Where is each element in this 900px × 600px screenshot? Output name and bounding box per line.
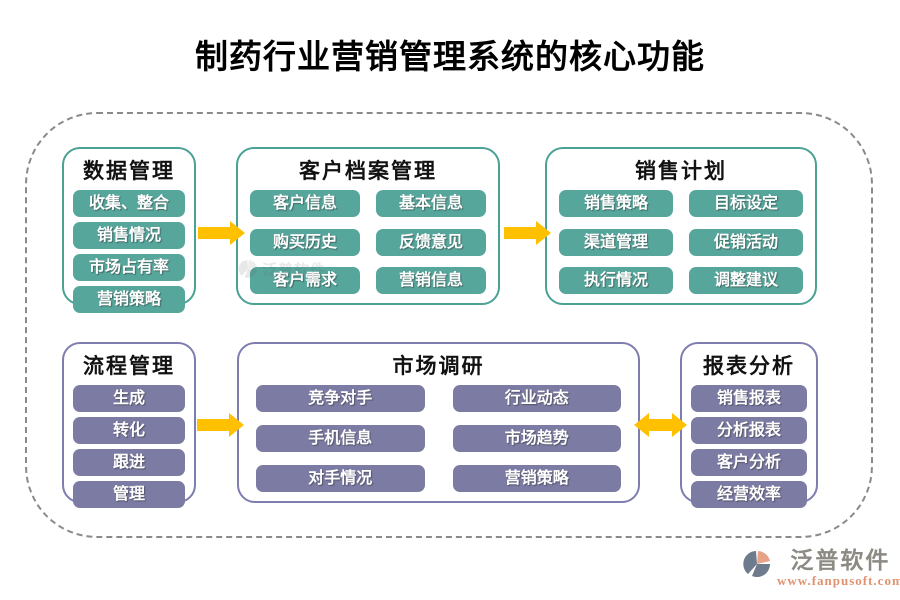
arrow-head-icon	[230, 221, 245, 245]
arrow-shaft	[649, 419, 672, 431]
arrow-head-icon	[672, 413, 687, 437]
feature-item: 手机信息	[256, 425, 425, 452]
feature-item: 竞争对手	[256, 385, 425, 412]
feature-item: 调整建议	[689, 267, 803, 294]
panel-title: 报表分析	[703, 354, 795, 378]
feature-item: 跟进	[73, 449, 185, 476]
flow-arrow-right-icon	[198, 221, 245, 245]
arrow-shaft	[197, 419, 229, 431]
feature-item: 营销策略	[452, 465, 621, 492]
feature-item: 基本信息	[376, 190, 486, 217]
feature-item: 市场占有率	[73, 254, 185, 281]
page-title: 制药行业营销管理系统的核心功能	[195, 40, 705, 76]
panel-customer-archive: 客户档案管理 客户信息 基本信息 购买历史 反馈意见 客户需求 营销信息	[236, 147, 500, 305]
feature-item: 反馈意见	[376, 228, 486, 256]
feature-item: 管理	[73, 481, 185, 508]
feature-item: 收集、整合	[73, 190, 185, 217]
feature-item: 销售报表	[691, 385, 807, 412]
feature-item: 客户分析	[691, 449, 807, 476]
feature-item: 营销策略	[73, 286, 185, 313]
dashed-boundary-frame	[25, 112, 873, 538]
logo-segment	[752, 564, 770, 577]
feature-item: 市场趋势	[452, 425, 621, 452]
panel-items: 生成 转化 跟进 管理	[73, 385, 185, 508]
feature-item: 促销活动	[689, 228, 803, 256]
brand-name: 泛普软件	[790, 548, 891, 573]
feature-item: 客户需求	[250, 267, 360, 294]
feature-item: 分析报表	[691, 417, 807, 444]
panel-title: 市场调研	[392, 354, 485, 378]
logo-segment	[757, 551, 770, 564]
panel-data-management: 数据管理 收集、整合 销售情况 市场占有率 营销策略	[62, 147, 196, 313]
feature-item: 目标设定	[689, 190, 803, 217]
panel-items: 销售报表 分析报表 客户分析 经营效率	[691, 385, 807, 508]
flow-arrow-right-icon	[197, 413, 244, 437]
panel-items: 收集、整合 销售情况 市场占有率 营销策略	[73, 190, 185, 313]
feature-item: 营销信息	[376, 267, 486, 294]
flow-arrow-both-icon	[634, 413, 687, 437]
brand-text: 泛普软件 www.fanpusoft.com	[777, 548, 900, 589]
panel-title: 客户档案管理	[299, 159, 437, 183]
feature-item: 行业动态	[452, 385, 621, 412]
feature-item: 销售策略	[559, 190, 673, 217]
feature-item: 渠道管理	[559, 228, 673, 256]
arrow-head-icon	[229, 413, 244, 437]
feature-item: 生成	[73, 385, 185, 412]
arrow-head-icon	[634, 413, 649, 437]
panel-sales-plan: 销售计划 销售策略 目标设定 渠道管理 促销活动 执行情况 调整建议	[545, 147, 817, 305]
arrow-head-icon	[536, 221, 551, 245]
panel-market-research: 市场调研 竞争对手 行业动态 手机信息 市场趋势 对手情况 营销策略	[237, 342, 640, 503]
flow-arrow-right-icon	[504, 221, 551, 245]
brand-logo: 泛普软件 www.fanpusoft.com	[741, 548, 900, 589]
panel-items: 销售策略 目标设定 渠道管理 促销活动 执行情况 调整建议	[556, 190, 806, 294]
panel-items: 客户信息 基本信息 购买历史 反馈意见 客户需求 营销信息	[247, 190, 489, 294]
panel-items: 竞争对手 行业动态 手机信息 市场趋势 对手情况 营销策略	[248, 385, 629, 492]
arrow-shaft	[198, 227, 230, 239]
fanpu-logo-icon	[743, 551, 770, 577]
panel-title: 销售计划	[635, 159, 727, 183]
feature-item: 执行情况	[559, 267, 673, 294]
feature-item: 销售情况	[73, 222, 185, 249]
feature-item: 购买历史	[250, 228, 360, 256]
feature-item: 经营效率	[691, 481, 807, 508]
feature-item: 客户信息	[250, 190, 360, 217]
brand-url: www.fanpusoft.com	[777, 573, 900, 589]
panel-title: 数据管理	[83, 159, 175, 183]
panel-title: 流程管理	[83, 354, 175, 378]
arrow-shaft	[504, 227, 536, 239]
feature-item: 对手情况	[256, 465, 425, 492]
panel-report-analysis: 报表分析 销售报表 分析报表 客户分析 经营效率	[680, 342, 818, 508]
logo-segment	[743, 551, 757, 574]
panel-process-management: 流程管理 生成 转化 跟进 管理	[62, 342, 196, 508]
feature-item: 转化	[73, 417, 185, 444]
